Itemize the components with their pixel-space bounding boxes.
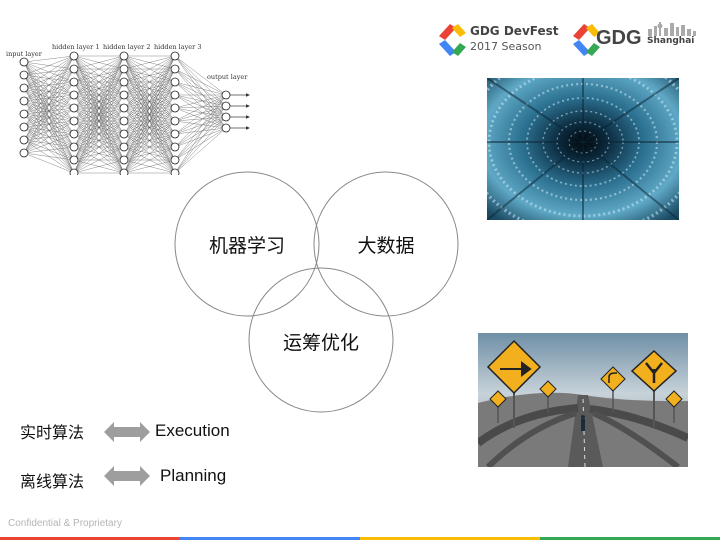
- venn-label-big-data: 大数据: [357, 235, 414, 257]
- network-node: [69, 51, 79, 61]
- venn-label-operations-research: 运筹优化: [283, 332, 359, 354]
- network-node: [119, 142, 129, 152]
- network-node: [170, 77, 180, 87]
- network-node: [69, 90, 79, 100]
- network-node: [170, 64, 180, 74]
- hidden-layer-1-label: hidden layer 1: [52, 43, 99, 51]
- double-arrow-icon: [104, 466, 150, 486]
- neural-network-diagram: input layer hidden layer 1 hidden layer …: [6, 43, 250, 175]
- network-node: [69, 168, 79, 175]
- network-node: [170, 155, 180, 165]
- network-node: [69, 116, 79, 126]
- network-node: [119, 103, 129, 113]
- network-node: [170, 90, 180, 100]
- network-node: [69, 129, 79, 139]
- network-node: [119, 129, 129, 139]
- network-node: [170, 103, 180, 113]
- road-signs-image: [478, 333, 688, 467]
- input-layer-label: input layer: [6, 50, 43, 58]
- network-edges: [23, 55, 250, 174]
- network-node: [119, 116, 129, 126]
- network-node: [19, 96, 29, 106]
- gdg-chevron-icon: [439, 24, 466, 56]
- devfest-season: 2017 Season: [470, 40, 542, 53]
- network-node: [69, 77, 79, 87]
- hidden-layer-2-label: hidden layer 2: [103, 43, 150, 51]
- network-node: [119, 77, 129, 87]
- network-node: [221, 123, 231, 133]
- network-node: [119, 64, 129, 74]
- network-node: [119, 168, 129, 175]
- execution-label: Execution: [155, 421, 230, 440]
- realtime-algorithm-label: 实时算法: [20, 423, 85, 442]
- network-node: [221, 112, 231, 122]
- binary-tunnel-image: [487, 78, 679, 220]
- venn-diagram: 机器学习 大数据 运筹优化: [174, 171, 459, 413]
- network-node: [119, 155, 129, 165]
- hidden-layer-3-label: hidden layer 3: [154, 43, 201, 51]
- network-node: [69, 64, 79, 74]
- double-arrow-icon: [104, 422, 150, 442]
- network-node: [69, 142, 79, 152]
- network-node: [221, 101, 231, 111]
- footer-color-bar: [0, 537, 720, 540]
- network-node: [19, 109, 29, 119]
- gdg-devfest-logo: GDG DevFest 2017 Season: [436, 20, 566, 60]
- gdg-shanghai-logo: GDG Shanghai: [570, 20, 700, 60]
- offline-algorithm-label: 离线算法: [20, 472, 85, 491]
- network-node: [69, 103, 79, 113]
- output-layer-label: output layer: [207, 73, 248, 81]
- network-node: [119, 90, 129, 100]
- venn-label-machine-learning: 机器学习: [209, 235, 285, 257]
- venn-circle-operations-research: [248, 267, 394, 413]
- network-node: [119, 51, 129, 61]
- devfest-title: GDG DevFest: [470, 24, 559, 38]
- network-node: [19, 122, 29, 132]
- footer-confidential: Confidential & Proprietary: [8, 518, 122, 529]
- network-nodes: [19, 51, 231, 175]
- network-node: [19, 148, 29, 158]
- network-node: [170, 116, 180, 126]
- network-node: [170, 129, 180, 139]
- shanghai-label: Shanghai: [647, 36, 695, 46]
- network-node: [170, 142, 180, 152]
- skyline-icon: [648, 22, 696, 36]
- planning-label: Planning: [160, 466, 227, 485]
- network-node: [221, 90, 231, 100]
- gdg-chevron-icon: [573, 24, 600, 56]
- network-node: [170, 51, 180, 61]
- network-node: [19, 135, 29, 145]
- network-node: [19, 83, 29, 93]
- venn-circle-big-data: [313, 171, 459, 317]
- gdg-wordmark: GDG: [596, 27, 642, 49]
- network-node: [19, 70, 29, 80]
- network-node: [170, 168, 180, 175]
- venn-circle-machine-learning: [174, 171, 320, 317]
- network-node: [19, 57, 29, 67]
- network-node: [69, 155, 79, 165]
